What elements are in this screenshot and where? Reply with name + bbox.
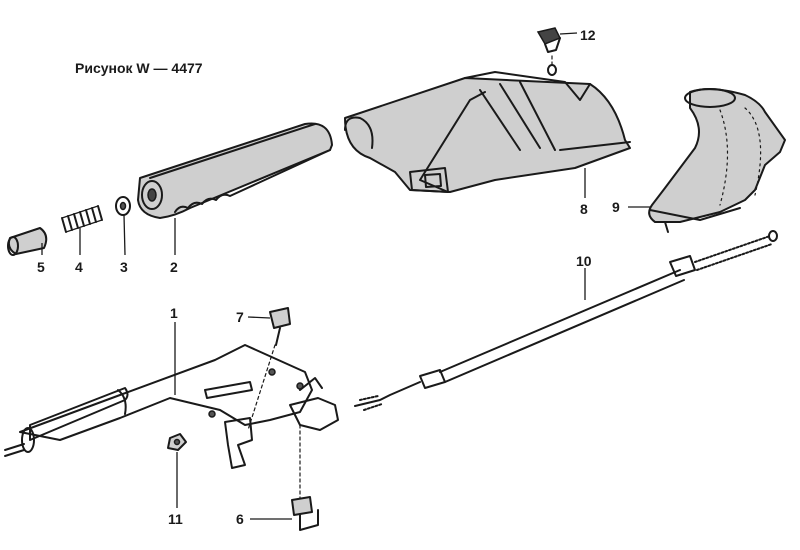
part-10-cable: [354, 230, 778, 411]
leader-lines: [41, 32, 650, 520]
part-5-button-cap: [7, 227, 48, 256]
callout-3: 3: [120, 259, 128, 275]
callout-5: 5: [37, 259, 45, 275]
callout-2: 2: [170, 259, 178, 275]
callout-6: 6: [236, 511, 244, 527]
part-11-nut: [167, 433, 187, 451]
callout-4: 4: [75, 259, 83, 275]
part-7-bolt: [247, 307, 291, 431]
callout-8: 8: [580, 201, 588, 217]
part-12-clip: [536, 27, 562, 76]
figure-title: Рисунок W — 4477: [75, 60, 203, 76]
callout-11: 11: [168, 511, 183, 527]
part-1-lever-body: [4, 344, 339, 469]
callout-labels: 5 4 3 2 12 8 9 10 1 7 11 6: [37, 27, 620, 527]
part-9-boot: [648, 88, 786, 233]
callout-9: 9: [612, 199, 620, 215]
part-8-console-cover: [344, 71, 631, 193]
part-2-handle-grip: [137, 122, 333, 219]
part-4-spring: [61, 205, 103, 233]
part-3-washer: [115, 196, 131, 216]
callout-12: 12: [580, 27, 596, 43]
part-6-pin: [291, 424, 319, 531]
callout-1: 1: [170, 305, 178, 321]
callout-7: 7: [236, 309, 244, 325]
callout-10: 10: [576, 253, 592, 269]
